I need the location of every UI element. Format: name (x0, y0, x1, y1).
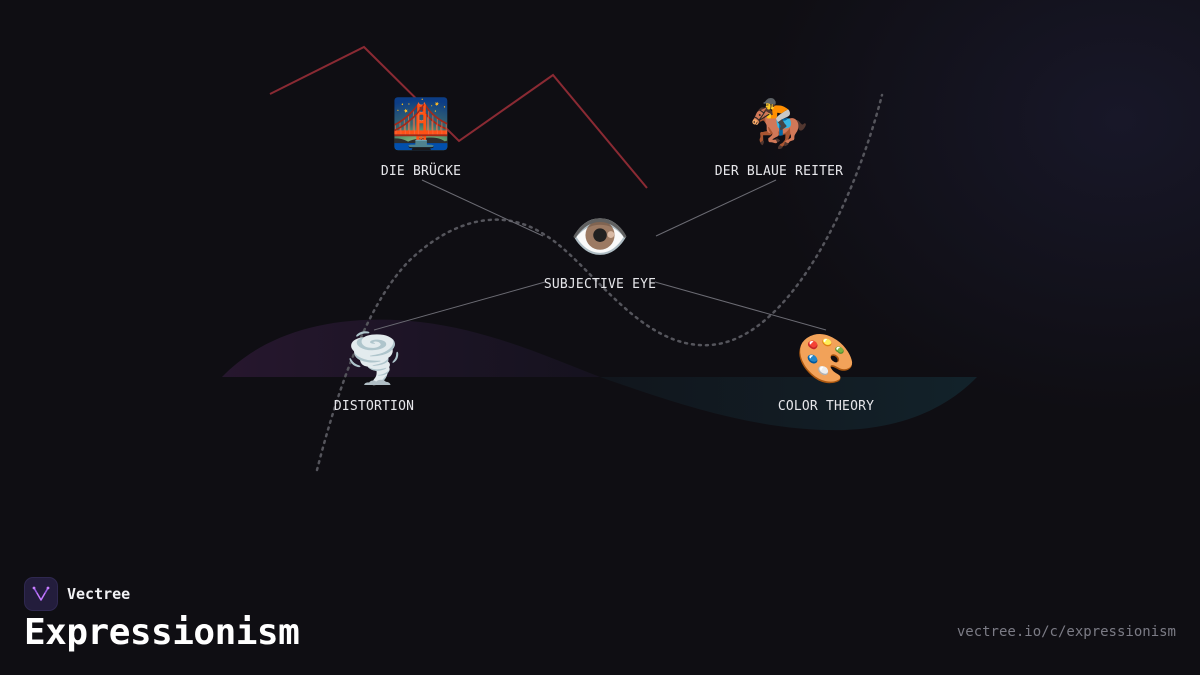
page-url[interactable]: vectree.io/c/expressionism (956, 624, 1176, 640)
artist-palette-icon: 🎨 (796, 331, 856, 387)
connector-distortion (373, 281, 546, 331)
node-subjective-eye[interactable]: 👁️ SUBJECTIVE EYE (500, 209, 700, 292)
node-color-theory[interactable]: 🎨 COLOR THEORY (726, 331, 926, 414)
zigzag-line (269, 45, 648, 189)
tornado-icon: 🌪️ (344, 331, 404, 387)
horse-racing-icon: 🏇 (749, 96, 809, 152)
node-der-blaue-reiter[interactable]: 🏇 DER BLAUE REITER (679, 96, 879, 179)
connector-color-theory (654, 281, 827, 331)
wave-teal-shape (600, 377, 977, 431)
node-label: DIE BRÜCKE (380, 164, 462, 179)
brand[interactable]: Vectree (24, 577, 130, 611)
eye-icon: 👁️ (570, 209, 630, 265)
node-label: DER BLAUE REITER (714, 164, 844, 179)
node-label: COLOR THEORY (777, 399, 875, 414)
connector-blaue-reiter (655, 179, 777, 237)
dotted-curve (315, 93, 884, 472)
connector-die-brucke (421, 179, 544, 237)
vectree-logo-icon (24, 577, 58, 611)
node-label: SUBJECTIVE EYE (543, 277, 657, 292)
node-die-brucke[interactable]: 🌉 DIE BRÜCKE (321, 96, 521, 179)
page-title: Expressionism (24, 612, 300, 653)
bridge-at-night-icon: 🌉 (391, 96, 451, 152)
node-label: DISTORTION (333, 399, 415, 414)
wave-purple-shape (222, 319, 600, 377)
node-distortion[interactable]: 🌪️ DISTORTION (274, 331, 474, 414)
brand-name: Vectree (67, 585, 131, 603)
